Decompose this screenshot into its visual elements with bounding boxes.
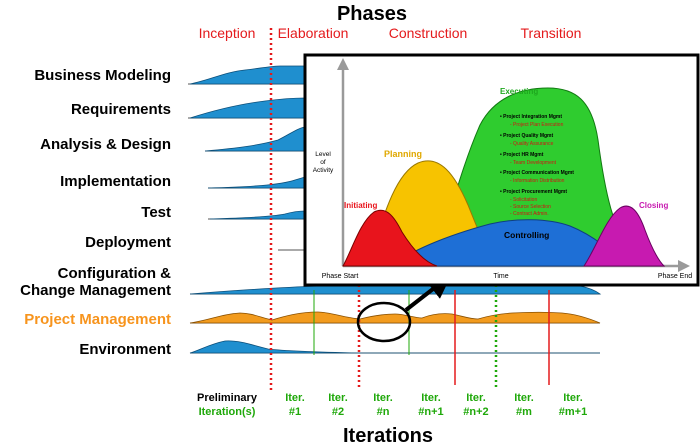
discipline-label-change-management: Change Management	[20, 282, 171, 299]
inset-label-controlling: Controlling	[504, 230, 549, 240]
executing-item-quality: • Project Quality Mgmt	[500, 133, 553, 139]
iteration-label-n1: Iter.	[421, 392, 441, 404]
inset-y-label-activity: Activity	[313, 167, 334, 174]
executing-item-hr: • Project HR Mgmt	[500, 152, 544, 158]
workload-hump-configuration	[189, 285, 602, 295]
phases-title: Phases	[337, 3, 407, 25]
inset-x-label-start: Phase Start	[322, 273, 359, 280]
inset-x-label-end: Phase End	[658, 273, 692, 280]
discipline-label-requirements: Requirements	[71, 101, 171, 118]
iteration-label-n2-num: #n+2	[463, 406, 488, 418]
workload-hump-implementation	[207, 176, 306, 189]
workload-hump-test	[209, 210, 306, 220]
executing-item-communication-sub: - Information Distribution	[510, 178, 565, 184]
iterations-title: Iterations	[343, 425, 433, 446]
iteration-label-2-num: #2	[332, 406, 344, 418]
iteration-label-m1-num: #m+1	[559, 406, 587, 418]
zoom-ellipse	[356, 301, 412, 343]
inset-y-label-level: Level	[315, 151, 331, 158]
iteration-label-n1-num: #n+1	[418, 406, 443, 418]
discipline-label-environment: Environment	[79, 341, 171, 358]
executing-item-integration: • Project Integration Mgmt	[500, 114, 562, 120]
phase-label-construction: Construction	[389, 25, 468, 41]
inset-y-label-of: of	[320, 159, 326, 166]
inset-label-planning: Planning	[384, 149, 422, 159]
discipline-label-analysis-design: Analysis & Design	[40, 136, 171, 153]
discipline-label-project-management: Project Management	[24, 311, 171, 328]
iteration-label-1-num: #1	[289, 406, 301, 418]
discipline-label-implementation: Implementation	[60, 173, 171, 190]
discipline-label-test: Test	[141, 204, 171, 221]
discipline-label-deployment: Deployment	[85, 234, 171, 251]
executing-item-procurement: • Project Procurement Mgmt	[500, 189, 567, 195]
process-groups-inset: Initiating Planning Executing Controllin…	[303, 53, 700, 287]
iteration-label-m1: Iter.	[563, 392, 583, 404]
executing-item-procurement-sub1: - Solicitation	[510, 197, 537, 203]
executing-item-quality-sub: - Quality Assurance	[510, 141, 554, 147]
workload-hump-analysis-design	[204, 126, 306, 152]
inset-label-executing: Executing	[500, 87, 538, 96]
executing-item-hr-sub: - Team Development	[510, 160, 557, 166]
discipline-label-business-modeling: Business Modeling	[34, 67, 171, 84]
iteration-label-1: Iter.	[285, 392, 305, 404]
phase-label-elaboration: Elaboration	[278, 25, 349, 41]
closing-area	[583, 205, 666, 267]
iteration-label-n2: Iter.	[466, 392, 486, 404]
zoom-arrow	[404, 274, 452, 312]
iteration-label-n: Iter.	[373, 392, 393, 404]
executing-item-procurement-sub2: - Source Selection	[510, 204, 551, 210]
iteration-label-2: Iter.	[328, 392, 348, 404]
executing-area	[431, 87, 642, 267]
executing-process-list: • Project Integration Mgmt - Project Pla…	[500, 114, 574, 217]
phase-label-inception: Inception	[199, 25, 256, 41]
inset-x-axis-arrow	[678, 260, 690, 272]
workload-hump-project-management	[189, 311, 601, 324]
phase-label-transition: Transition	[521, 25, 582, 41]
executing-item-integration-sub: - Project Plan Execution	[510, 122, 564, 128]
executing-item-communication: • Project Communication Mgmt	[500, 170, 574, 176]
discipline-label-configuration: Configuration &	[58, 265, 171, 282]
initiating-area	[342, 209, 438, 267]
inset-y-axis-arrow	[337, 58, 349, 70]
workload-hump-business-modeling	[189, 65, 306, 85]
iteration-label-m: Iter.	[514, 392, 534, 404]
executing-item-procurement-sub3: - Contract Admin.	[510, 211, 549, 217]
iteration-label-preliminary-sub: Iteration(s)	[199, 406, 256, 418]
inset-label-closing: Closing	[639, 201, 668, 210]
workload-hump-requirements	[189, 97, 306, 119]
iteration-label-n-num: #n	[377, 406, 390, 418]
workload-hump-environment	[189, 340, 600, 354]
iteration-label-preliminary: Preliminary	[197, 392, 258, 404]
inset-label-initiating: Initiating	[344, 201, 377, 210]
iteration-label-m-num: #m	[516, 406, 532, 418]
inset-x-label-time: Time	[493, 273, 508, 280]
